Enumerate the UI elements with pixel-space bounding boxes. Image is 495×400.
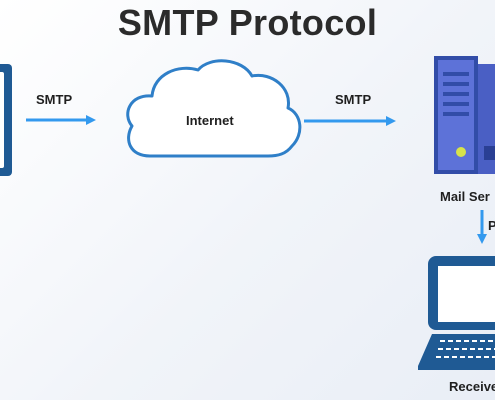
arrow-label-right: SMTP [335, 92, 372, 107]
cloud-label: Internet [186, 113, 234, 128]
internet-cloud-icon [126, 59, 302, 158]
mail-server-icon [434, 56, 495, 174]
receiver-label: Receive [449, 379, 495, 394]
sender-laptop-icon [0, 64, 12, 176]
arrow-label-down: P [488, 218, 495, 233]
arrow-label-left: SMTP [36, 92, 73, 107]
mail-server-label: Mail Ser [440, 189, 490, 204]
diagram-title: SMTP Protocol [117, 2, 378, 43]
receiver-laptop-icon [418, 256, 495, 370]
